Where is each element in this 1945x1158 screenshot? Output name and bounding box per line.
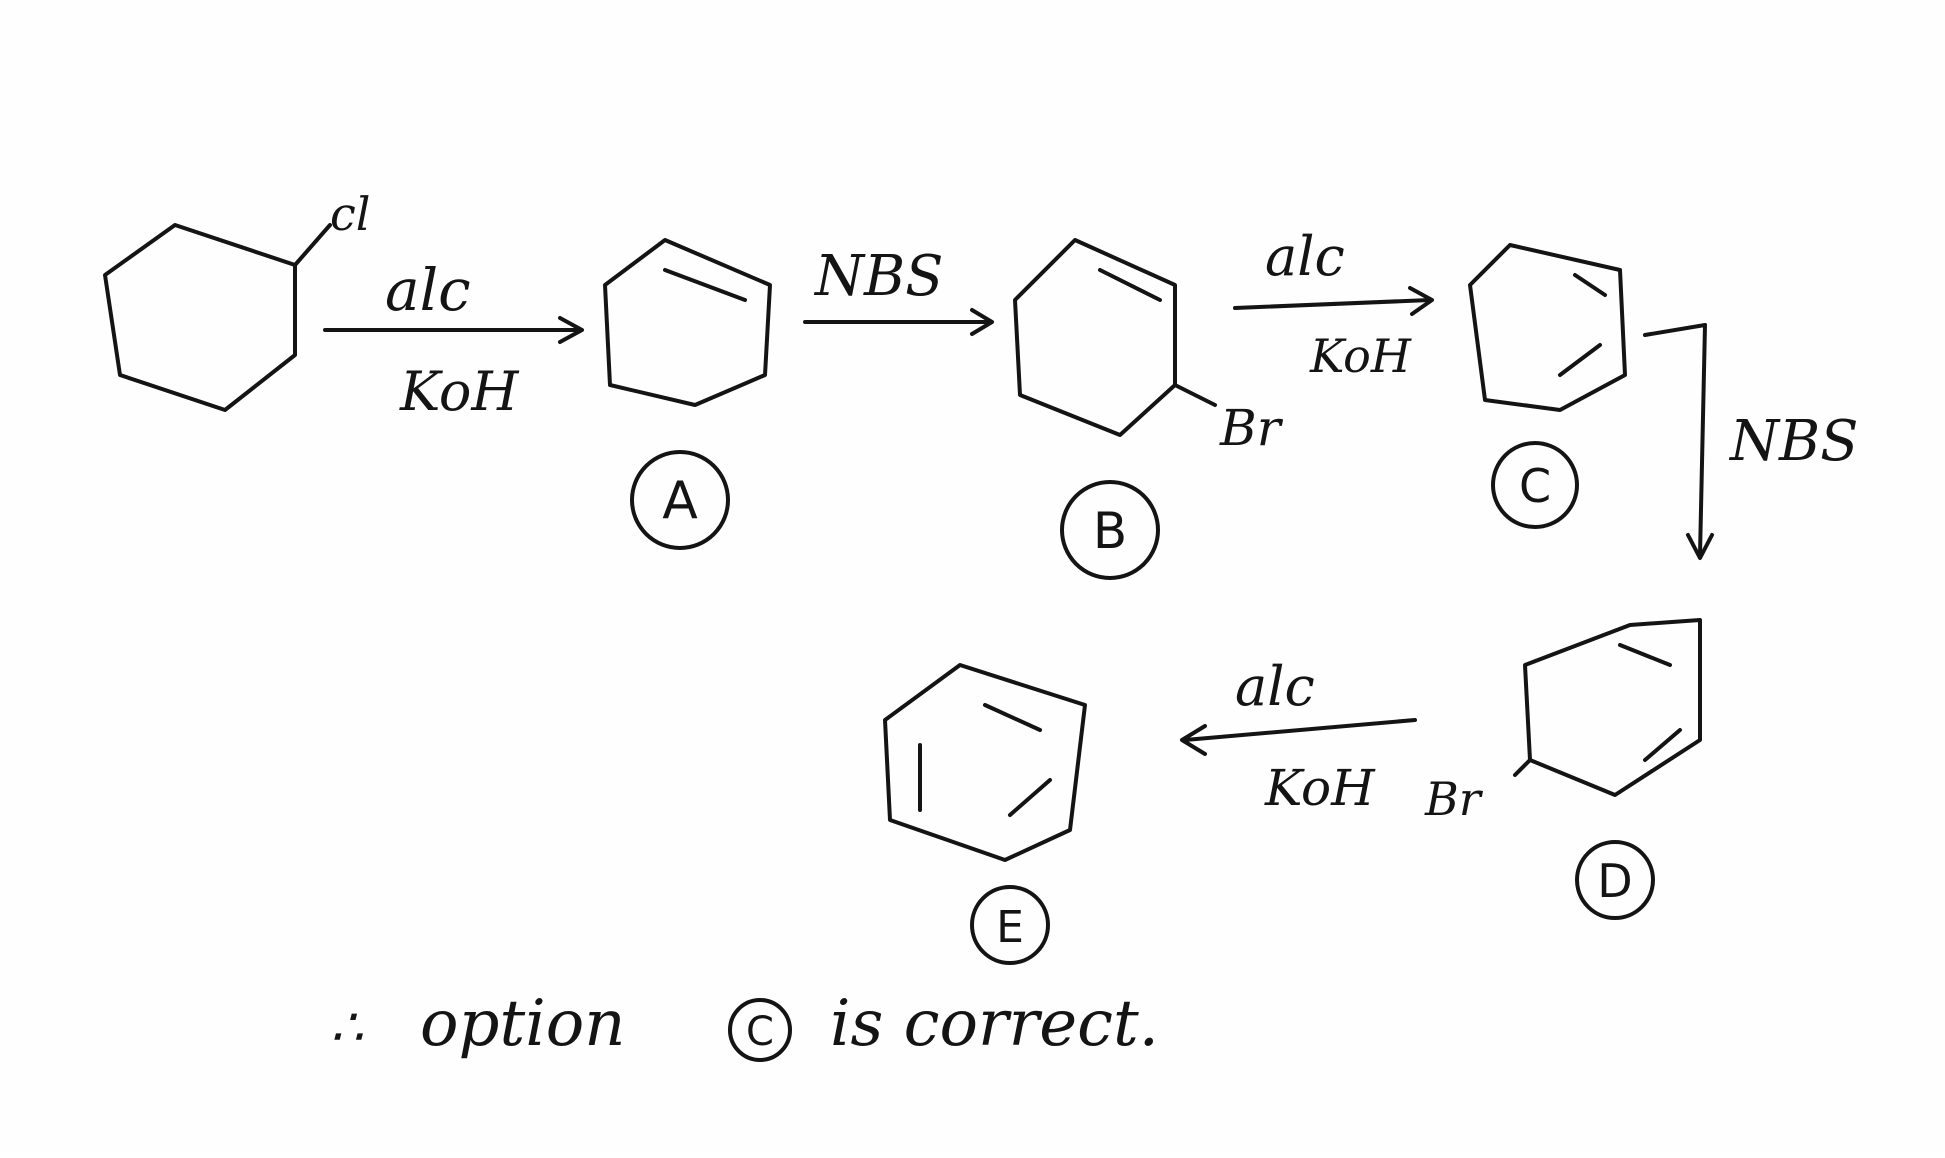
- compound-b-label: B: [1093, 502, 1127, 560]
- c-br-bond-b: [1173, 383, 1217, 407]
- compound-d-label: D: [1597, 854, 1632, 908]
- compound-d-substituent: Br: [1424, 772, 1484, 826]
- double-bond-d1: [1618, 643, 1672, 667]
- label-circle-b: [1060, 480, 1160, 580]
- chlorocyclohexane-structure: [103, 223, 332, 412]
- reaction-arrow-5: [1180, 718, 1417, 756]
- compound-c-label: C: [1519, 459, 1551, 513]
- start-substituent: cl: [330, 187, 370, 241]
- cyclohexene-ring-b: [1013, 238, 1177, 437]
- step1-reagent-top: alc: [385, 256, 471, 324]
- step4-reagent-top: NBS: [1728, 409, 1859, 474]
- cyclohexane-ring: [103, 223, 297, 412]
- compound-d-structure: [1513, 618, 1702, 797]
- conclusion-text-after: is correct.: [830, 987, 1159, 1061]
- conclusion-text-before: option: [420, 987, 625, 1061]
- step5-reagent-bottom: KoH: [1264, 759, 1376, 817]
- benzene-ring-e: [883, 663, 1087, 862]
- compound-b-substituent: Br: [1219, 399, 1284, 457]
- diene-ring-d: [1523, 618, 1702, 797]
- compound-b-structure: [1013, 238, 1217, 437]
- step2-reagent-top: NBS: [813, 244, 944, 309]
- diene-ring-c: [1468, 243, 1627, 412]
- compound-a-structure: [603, 238, 772, 407]
- compound-e-structure: [883, 663, 1087, 862]
- double-bond-e3: [1008, 778, 1052, 817]
- step3-reagent-bottom: KoH: [1309, 329, 1412, 383]
- step1-reagent-bottom: KoH: [399, 360, 519, 423]
- label-circle-c: [1491, 441, 1579, 529]
- compound-a-label: A: [662, 471, 698, 531]
- c-cl-bond: [293, 223, 332, 267]
- label-circle-e: [970, 885, 1050, 965]
- cyclohexene-ring-a: [603, 238, 772, 407]
- reaction-arrow-1: [323, 316, 584, 344]
- double-bond-d2: [1643, 728, 1682, 762]
- label-circle-d: [1575, 840, 1655, 920]
- double-bond-c2: [1558, 343, 1602, 377]
- compound-e-label: E: [996, 902, 1024, 953]
- therefore-symbol: ∴: [330, 998, 363, 1058]
- step3-reagent-top: alc: [1265, 225, 1345, 288]
- step5-reagent-top: alc: [1235, 655, 1315, 718]
- reaction-arrow-4: [1643, 323, 1714, 560]
- reaction-arrow-2: [803, 308, 994, 336]
- reaction-arrow-3: [1233, 286, 1434, 316]
- conclusion-answer: C: [746, 1009, 774, 1055]
- label-circle-a: [630, 450, 730, 550]
- double-bond-a: [663, 268, 747, 302]
- double-bond-e2: [983, 703, 1042, 732]
- c-br-bond-d: [1513, 758, 1532, 777]
- answer-circle: [728, 998, 792, 1062]
- double-bond-c1: [1573, 273, 1607, 297]
- double-bond-b: [1098, 268, 1162, 302]
- compound-c-structure: [1468, 243, 1627, 412]
